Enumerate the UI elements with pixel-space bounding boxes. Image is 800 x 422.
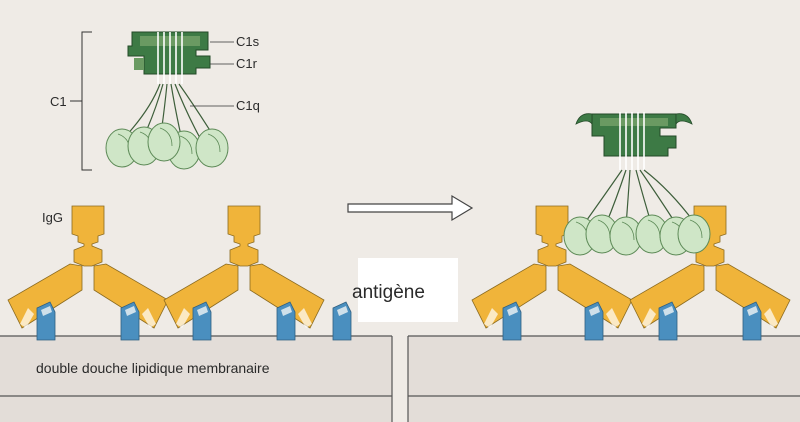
igg-antibody-2 xyxy=(163,205,325,329)
c1-label: C1 xyxy=(50,94,67,109)
c1-complex-free xyxy=(70,31,234,171)
igg-antibody-1 xyxy=(7,205,169,329)
antigen-marker-right xyxy=(502,301,762,341)
igg-label: IgG xyxy=(42,210,63,225)
c1-complex-bound xyxy=(575,112,695,227)
antigen-label-box xyxy=(358,258,458,322)
membrane-left xyxy=(0,335,393,422)
c1q-heads-bound xyxy=(563,214,711,256)
c1s-label: C1s xyxy=(236,34,260,49)
membrane-label: double douche lipidique membranaire xyxy=(36,360,270,376)
c1q-label: C1q xyxy=(236,98,260,113)
membrane-right xyxy=(407,335,800,422)
reaction-arrow xyxy=(347,194,474,222)
antigen-label: antigène xyxy=(352,282,425,303)
c1r-label: C1r xyxy=(236,56,258,71)
